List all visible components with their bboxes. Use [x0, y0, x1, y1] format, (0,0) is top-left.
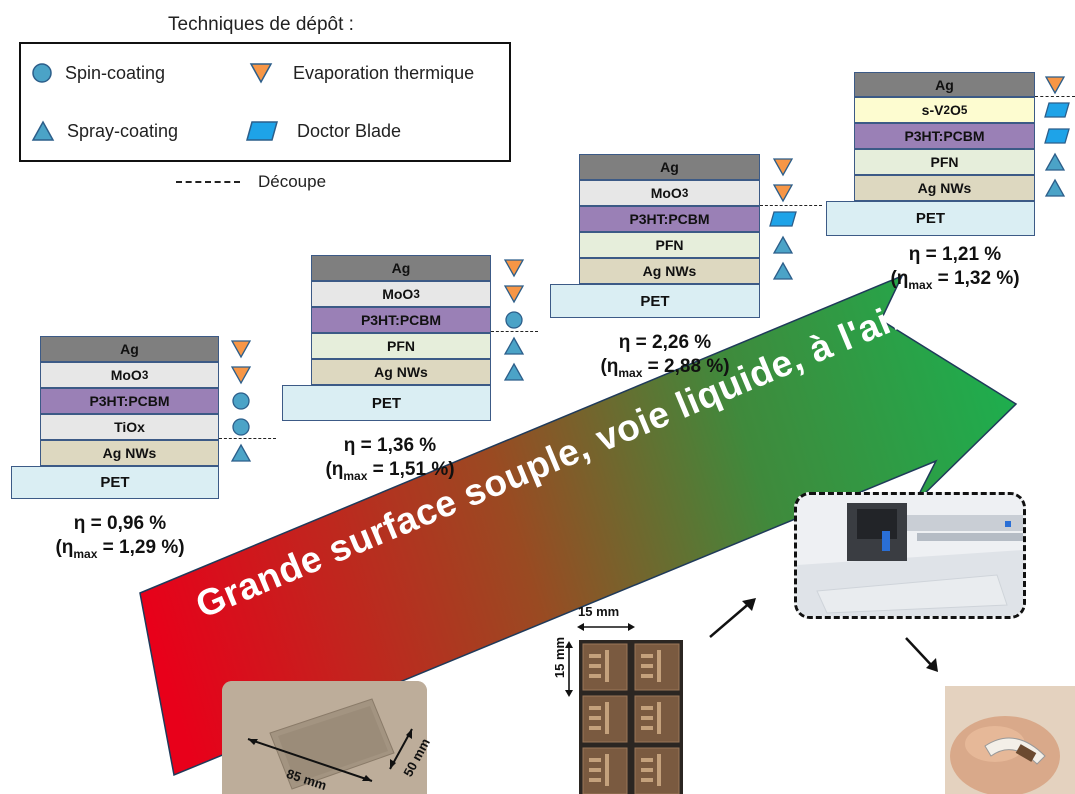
stack4-layer-p3ht: P3HT:PCBM	[854, 123, 1035, 149]
stack3-layer-agnw: Ag NWs	[579, 258, 760, 284]
doctor-blade-icon	[1044, 102, 1070, 118]
spray-coating-icon	[1044, 178, 1066, 197]
stack4-layer-agnw: Ag NWs	[854, 175, 1035, 201]
spray-coating-icon	[230, 443, 252, 462]
legend-blade-label: Doctor Blade	[297, 120, 402, 141]
spin-coating-icon	[232, 418, 250, 436]
cell-height-arrow	[565, 641, 573, 697]
cell-array-image	[579, 640, 683, 794]
evaporation-icon	[249, 63, 273, 84]
stack1-layer-p3ht: P3HT:PCBM	[40, 388, 219, 414]
spin-coating-icon	[505, 311, 523, 329]
stack1-efficiency: η = 0,96 % (ηmax = 1,29 %)	[20, 512, 220, 566]
evaporation-icon	[503, 285, 525, 304]
stack4-cut-line	[1035, 96, 1075, 97]
doctor-blade-icon	[769, 211, 797, 227]
legend-spin: Spin-coating	[31, 62, 165, 84]
legend-cut: Découpe	[176, 172, 326, 192]
stack3-eta: η = 2,26 %	[618, 332, 712, 353]
arrow-to-cutter-icon	[709, 598, 756, 638]
stack4-layer-pet: PET	[826, 201, 1035, 236]
evaporation-icon	[230, 366, 252, 385]
stack4-layer-pfn: PFN	[854, 149, 1035, 175]
stack3-layer-pfn: PFN	[579, 232, 760, 258]
evaporation-icon	[230, 340, 252, 359]
cutting-plotter-image	[797, 495, 1023, 616]
spray-coating-icon	[772, 235, 794, 254]
cell-width-arrow	[577, 623, 635, 631]
stack2-layer-p3ht: P3HT:PCBM	[311, 307, 491, 333]
moo3-sub: 3	[681, 186, 689, 200]
stack2-layer-pet: PET	[282, 385, 491, 421]
stack4-eta-max: (ηmax = 1,32 %)	[890, 268, 1020, 292]
doctor-blade-icon	[1044, 128, 1070, 144]
stack1-eta: η = 0,96 %	[73, 513, 167, 534]
moo3-sub: 3	[413, 287, 420, 301]
moo3-sub: 3	[141, 368, 149, 382]
stack3-layer-ag: Ag	[579, 154, 760, 180]
spin-coating-icon	[32, 63, 52, 83]
stack3-cut-line	[760, 205, 822, 206]
moo3-text: MoO	[382, 286, 414, 302]
legend-cut-label: Découpe	[258, 172, 327, 191]
stack3-layer-pet: PET	[550, 284, 760, 318]
spray-coating-icon	[1044, 152, 1066, 171]
legend-spray-label: Spray-coating	[67, 120, 179, 141]
moo3-text: MoO	[650, 185, 682, 201]
legend-evap: Evaporation thermique	[249, 62, 474, 84]
stack2-eta: η = 1,36 %	[343, 435, 437, 456]
flexible-cell-photo	[945, 686, 1075, 794]
stack1-layer-tiox: TiOx	[40, 414, 219, 440]
spin-coating-icon	[232, 392, 250, 410]
sample-photo-image	[222, 681, 427, 794]
stack1-cut-line	[219, 438, 276, 439]
stack4-eta: η = 1,21 %	[908, 244, 1002, 265]
stack3-layer-p3ht: P3HT:PCBM	[579, 206, 760, 232]
stack1-eta-max: (ηmax = 1,29 %)	[55, 537, 185, 561]
evaporation-icon	[772, 158, 794, 177]
spray-coating-icon	[503, 362, 525, 381]
stack4-efficiency: η = 1,21 % (ηmax = 1,32 %)	[855, 243, 1055, 297]
cell-width-label: 15 mm	[578, 604, 620, 619]
arrow-to-flexible-cell-icon	[905, 637, 938, 672]
cut-line-sample	[176, 181, 240, 183]
cell-array-photo	[579, 640, 683, 794]
evaporation-icon	[772, 184, 794, 203]
stack4-layer-ag: Ag	[854, 72, 1035, 97]
stack1-layer-pet: PET	[11, 466, 219, 499]
sample-photo	[222, 681, 427, 794]
moo3-text: MoO	[110, 367, 142, 383]
flexible-cell-image	[945, 686, 1075, 794]
stack1-layer-agnw: Ag NWs	[40, 440, 219, 466]
legend-blade: Doctor Blade	[245, 120, 401, 142]
stack2-efficiency: η = 1,36 % (ηmax = 1,51 %)	[290, 434, 490, 488]
stack2-cut-line	[491, 331, 538, 332]
stack2-layer-pfn: PFN	[311, 333, 491, 359]
legend-box: Spin-coating Spray-coating Evaporation t…	[19, 42, 511, 162]
stack2-eta-max: (ηmax = 1,51 %)	[325, 459, 455, 483]
doctor-blade-icon	[246, 121, 278, 141]
evaporation-icon	[1044, 76, 1066, 95]
evaporation-icon	[503, 259, 525, 278]
spray-coating-icon	[503, 336, 525, 355]
legend-spray: Spray-coating	[31, 120, 178, 142]
legend-title: Techniques de dépôt :	[168, 14, 354, 35]
stack2-layer-agnw: Ag NWs	[311, 359, 491, 385]
cutting-plotter-photo	[794, 492, 1026, 619]
stack3-efficiency: η = 2,26 % (ηmax = 2,88 %)	[565, 331, 765, 385]
stack3-eta-max: (ηmax = 2,88 %)	[600, 356, 730, 380]
stack2-layer-ag: Ag	[311, 255, 491, 281]
spray-coating-icon	[31, 120, 55, 141]
legend-spin-label: Spin-coating	[65, 62, 166, 83]
legend-evap-label: Evaporation thermique	[293, 62, 475, 83]
stack1-layer-ag: Ag	[40, 336, 219, 362]
spray-coating-icon	[772, 261, 794, 280]
